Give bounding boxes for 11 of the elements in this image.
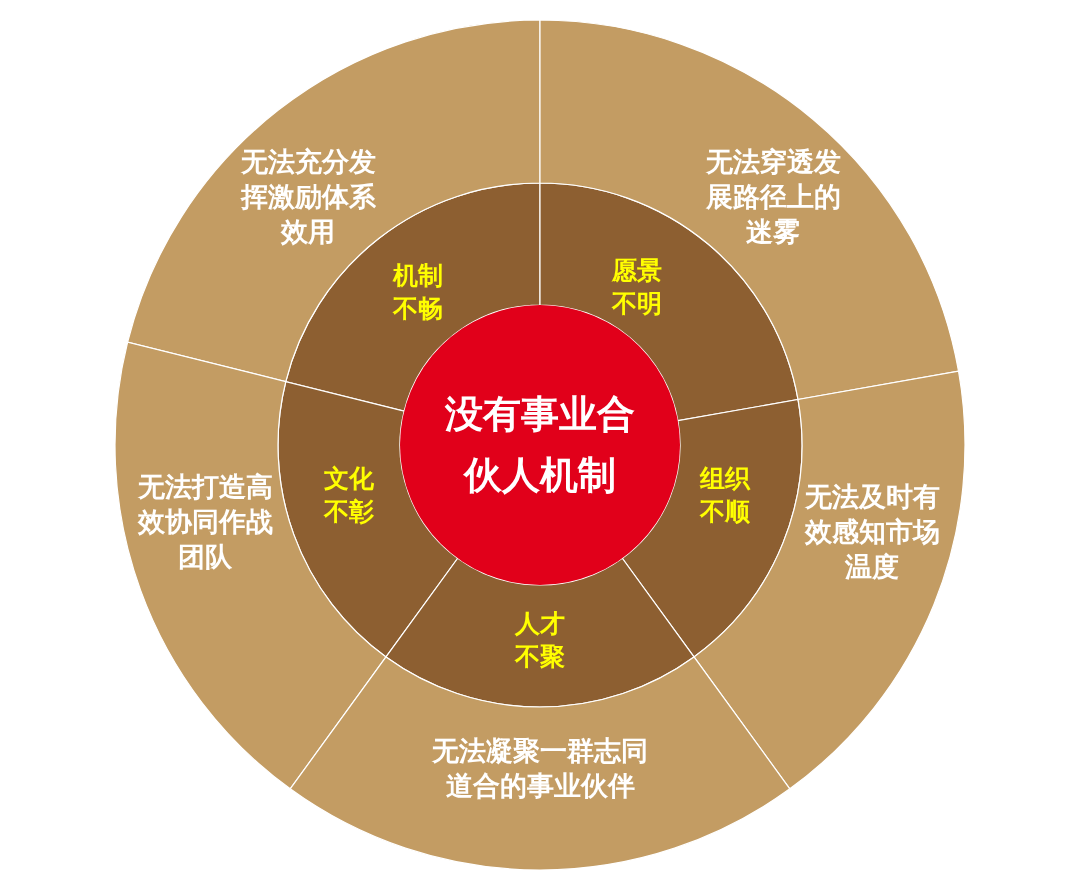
segment-label: 无法凝聚一群志同道合的事业伙伴 [431, 733, 649, 803]
segment-label: 无法及时有效感知市场温度 [803, 480, 941, 585]
segment-label: 组织不顺 [698, 462, 752, 527]
segment-label: 人才不聚 [513, 607, 566, 672]
segment-label: 文化不彰 [322, 462, 375, 527]
center-label: 没有事业合伙人机制 [444, 391, 636, 499]
segment-label: 机制不畅 [391, 259, 444, 324]
segment-label: 无法打造高效协同作战团队 [136, 470, 274, 575]
segment-label: 愿景不明 [610, 254, 663, 319]
segment-label: 无法充分发挥激励体系效用 [239, 145, 377, 250]
segment-label: 无法穿透发展路径上的迷雾 [704, 145, 842, 250]
